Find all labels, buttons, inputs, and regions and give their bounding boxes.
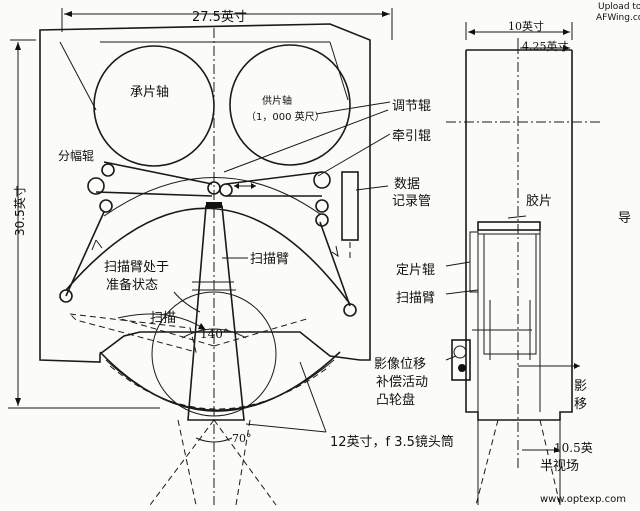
lens-window-dashed — [109, 365, 331, 410]
angle-140-label: 140° — [200, 327, 229, 341]
angle-70-arc — [195, 437, 233, 443]
data-recorder-line2: 记录管 — [392, 194, 431, 209]
cam-line2: 补偿活动 — [376, 375, 428, 390]
scan-ready-line1: 扫描臂处于 — [104, 260, 169, 275]
leader-cam — [445, 355, 457, 361]
roller-left-lower — [99, 199, 113, 213]
supply-spool-capacity: （1，000 英尺） — [246, 110, 325, 123]
angle-ray-left — [117, 317, 215, 347]
field-ray-left-2 — [177, 419, 197, 506]
leader-adjust — [315, 101, 391, 115]
cam-line1: 影像位移 — [374, 357, 426, 372]
adjust-roller-label: 调节辊 — [392, 99, 431, 114]
leader-fix-roller — [445, 261, 471, 267]
leader-traction — [317, 133, 391, 177]
field-ray-right-2 — [235, 419, 251, 506]
leader-film — [507, 215, 527, 219]
film-direction-arrow-right — [331, 245, 339, 258]
traction-roller-icon — [313, 171, 331, 189]
roller-right-lower — [315, 199, 329, 213]
fix-roller-label: 定片辊 — [396, 263, 435, 278]
film-direction-arrow-left — [91, 239, 103, 251]
dim-height-front: 30.5英寸 — [13, 185, 27, 236]
idler-roller-left — [101, 163, 115, 177]
lens-label: 12英寸，f 3.5镜头筒 — [330, 434, 454, 450]
leader-lens — [299, 361, 327, 433]
film-label: 胶片 — [526, 193, 552, 209]
center-roller-b — [219, 183, 233, 197]
side-right-label-1: 影 — [574, 379, 587, 394]
side-top-cut-label: 导 — [618, 211, 631, 226]
side-field-right — [539, 419, 561, 506]
scan-arm-tip — [206, 202, 222, 208]
side-film-plate — [477, 221, 541, 231]
lens-sweep-circle — [151, 291, 277, 417]
film-platen-arc — [65, 207, 351, 305]
side-cut-label: 半视场 — [540, 459, 579, 474]
traction-roller-label: 牵引辊 — [392, 129, 431, 144]
scan-arm — [187, 205, 245, 421]
side-field-left — [475, 419, 499, 506]
supply-spool-label: 供片轴 — [262, 94, 292, 107]
lens-window-outer — [99, 351, 341, 412]
camera-housing — [39, 23, 371, 363]
scan-arm-ready-position — [68, 313, 197, 353]
take-up-spool-icon — [93, 45, 215, 167]
leader-scan-arm-side — [445, 289, 479, 295]
housing-left-inner — [59, 41, 97, 111]
scan-ready-line2: 准备状态 — [106, 277, 158, 293]
film-path-left-top — [103, 161, 213, 185]
film-path-left-bottom — [95, 191, 213, 197]
side-right-label-2: 移 — [574, 397, 587, 412]
leader-adjust-2 — [223, 109, 389, 173]
side-scan-arm — [483, 233, 537, 355]
supply-spool-icon — [229, 44, 351, 166]
leader-ready — [173, 291, 201, 313]
angle-70-label: 70° — [232, 432, 252, 445]
split-roller-label: 分幅辊 — [58, 148, 94, 163]
film-path-right-top — [225, 171, 323, 185]
film-path-left-down — [65, 211, 105, 297]
film-path-right-down — [319, 221, 351, 307]
angle-ray-right — [213, 317, 311, 347]
take-up-spool-label: 承片轴 — [130, 85, 169, 100]
watermark-top-line1: Upload to — [598, 2, 640, 12]
field-ray-right — [213, 419, 277, 506]
data-recorder-tube — [341, 171, 359, 241]
side-cam-disc-icon — [451, 339, 471, 381]
dim-width-front: 27.5英寸 — [192, 10, 247, 25]
cam-line3: 凸轮盘 — [376, 392, 415, 408]
side-housing — [465, 50, 573, 421]
watermark-top-line2: AFWing.com — [596, 13, 640, 23]
lens-bottom-dim: 10.5英 — [554, 441, 593, 455]
scan-arm-side-label: 扫描臂 — [396, 291, 435, 306]
watermark-bottom: www.optexp.com — [540, 494, 626, 505]
side-fix-roller — [469, 231, 479, 293]
roller-right-lower-2 — [315, 213, 329, 227]
leader-lens-2 — [245, 423, 327, 433]
side-inner-label: 4.25英寸 — [522, 39, 569, 53]
data-recorder-line1: 数据 — [394, 177, 420, 192]
scan-arm-label: 扫描臂 — [250, 252, 289, 267]
leader-recorder — [355, 185, 389, 191]
angle-140-arc — [181, 328, 247, 339]
side-width-label: 10英寸 — [508, 19, 544, 33]
split-roller-icon — [87, 177, 105, 195]
lens-window-inner — [105, 359, 335, 411]
film-arc-inner — [103, 177, 321, 217]
field-ray-left — [149, 419, 215, 506]
